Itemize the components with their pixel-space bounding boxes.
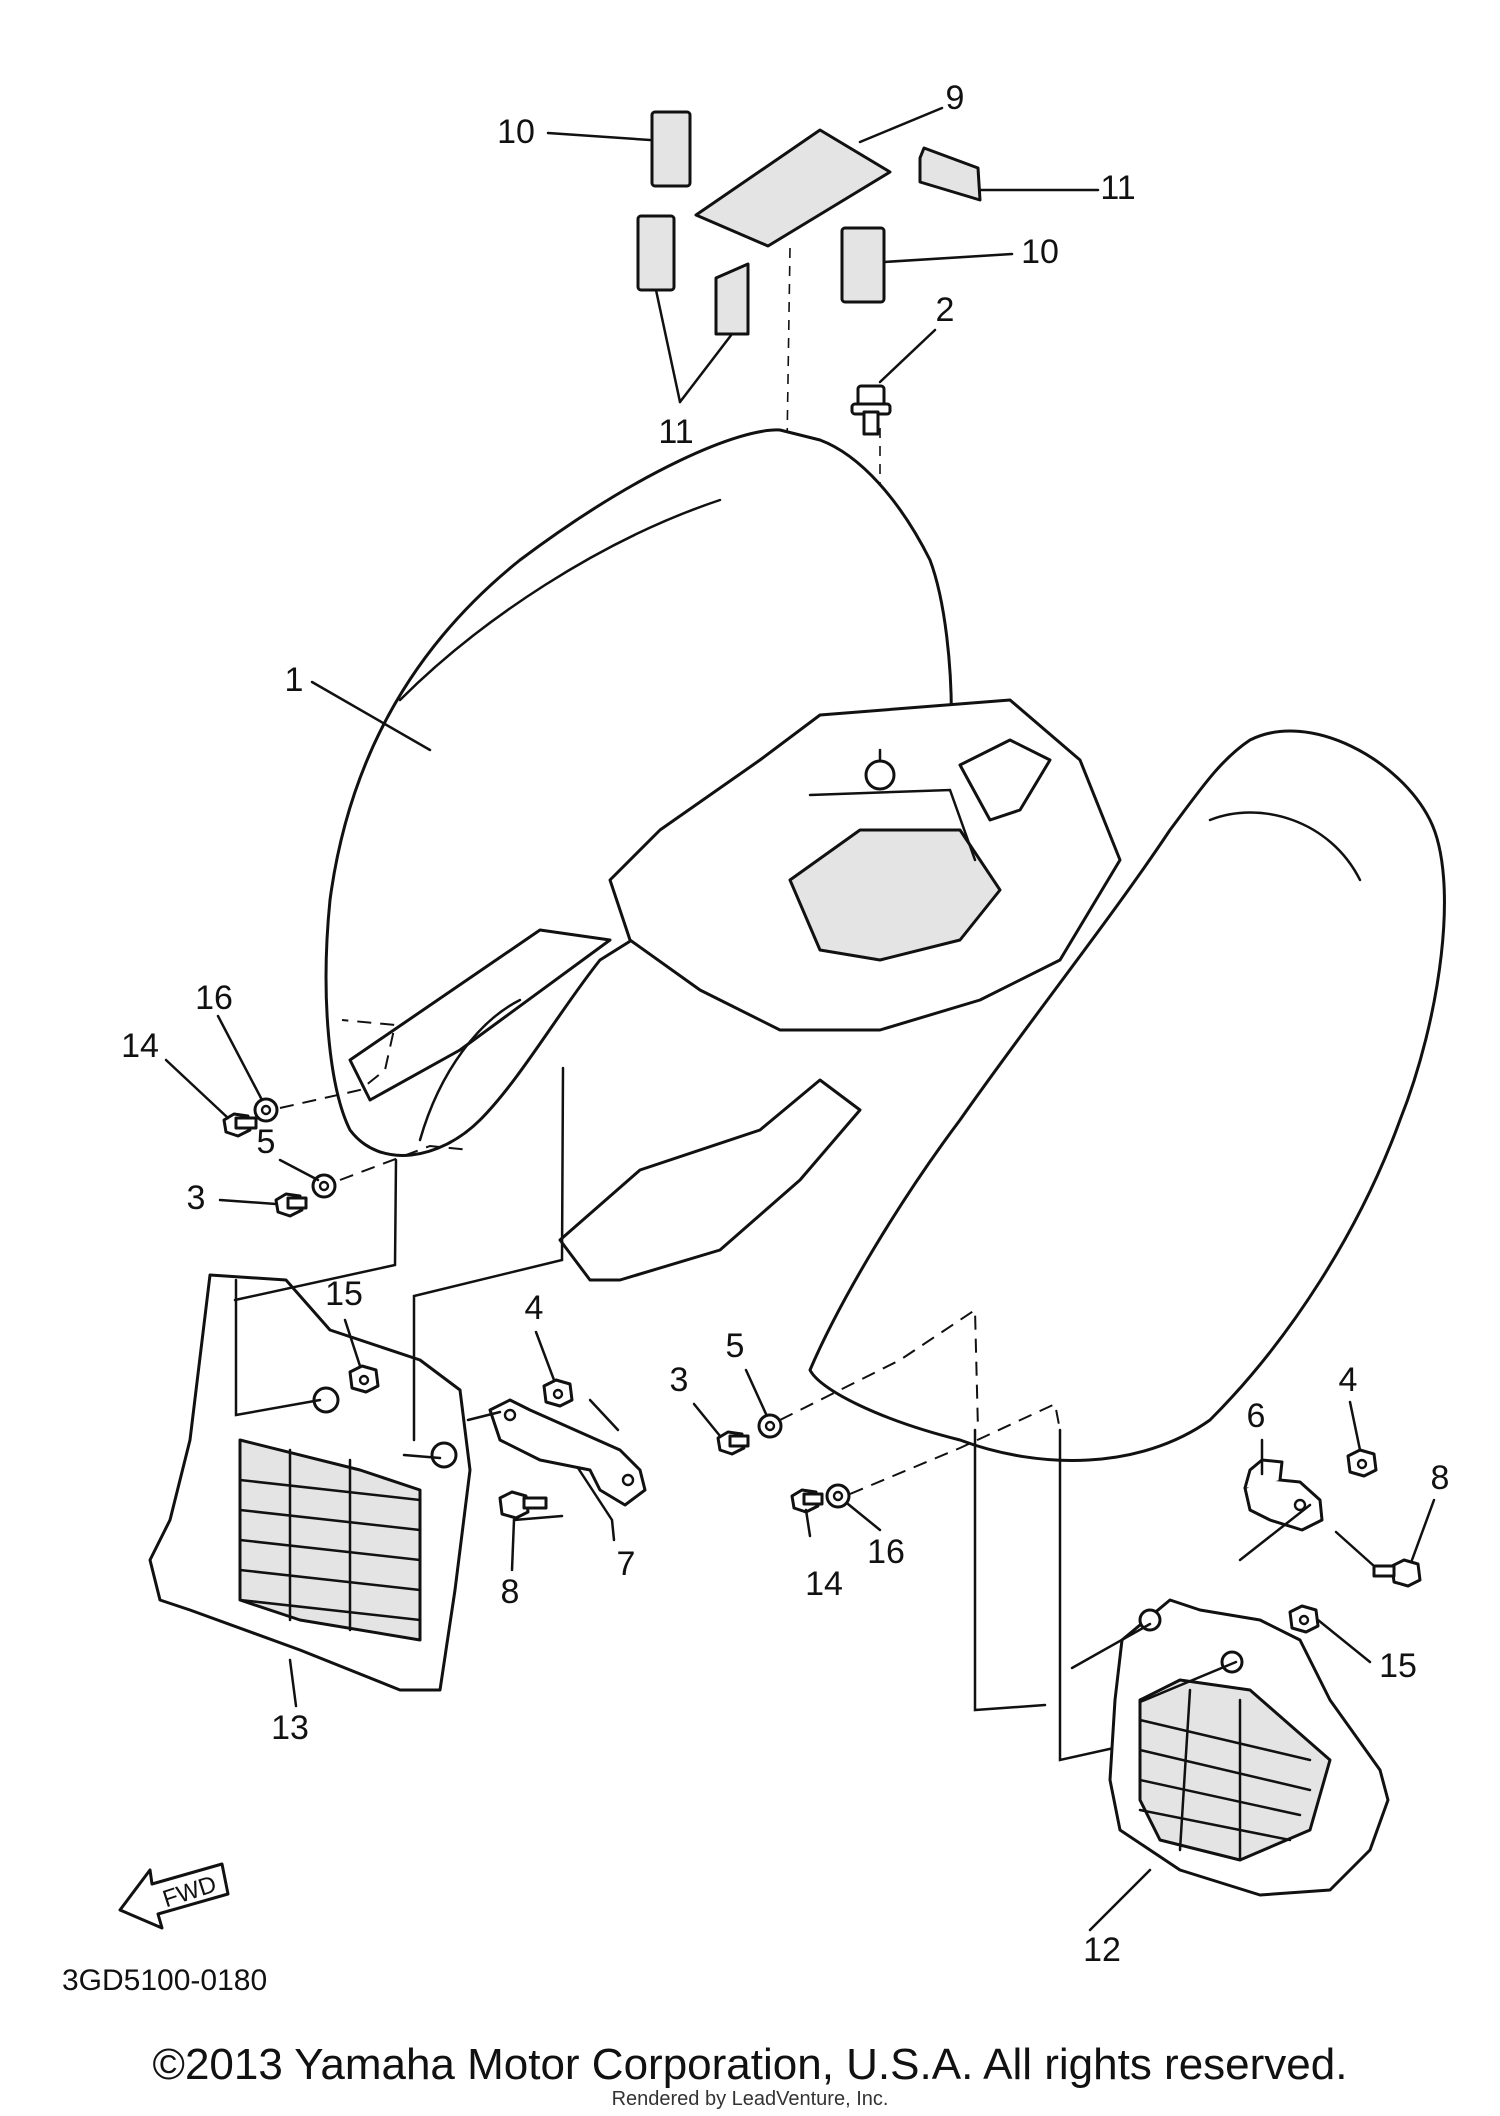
decal-11-low-b — [714, 262, 750, 336]
rendered-by: Rendered by LeadVenture, Inc. — [611, 2088, 889, 2110]
decal-10-left — [650, 110, 692, 188]
callout-14-left: 14 — [121, 1027, 159, 1065]
forward-arrow: FWD — [118, 1862, 230, 1930]
decal-11-low-a — [636, 214, 676, 292]
callout-8-left: 8 — [501, 1573, 520, 1611]
callout-11-low: 11 — [658, 413, 693, 451]
callout-10-top: 10 — [497, 113, 535, 151]
forward-arrow-label: FWD — [159, 1871, 219, 1914]
callout-16-left: 16 — [195, 979, 233, 1017]
callout-6: 6 — [1247, 1397, 1266, 1435]
bolt-2 — [850, 384, 892, 436]
right-fasteners — [716, 1413, 851, 1514]
callout-4-right: 4 — [1339, 1361, 1358, 1399]
bracket-7 — [488, 1398, 647, 1542]
callout-13: 13 — [271, 1709, 309, 1747]
bolt-8-right — [1372, 1558, 1422, 1588]
callout-5-right: 5 — [726, 1327, 745, 1365]
bracket-6 — [1243, 1458, 1324, 1532]
callout-12: 12 — [1083, 1931, 1121, 1969]
decal-11-right — [918, 146, 982, 202]
bolt-8-left — [498, 1490, 548, 1520]
rear-fender — [324, 428, 1446, 1462]
copyright-notice: ©2013 Yamaha Motor Corporation, U.S.A. A… — [152, 2040, 1348, 2089]
decal-9 — [694, 128, 892, 248]
decal-10-right — [840, 226, 886, 304]
callout-3-right: 3 — [670, 1361, 689, 1399]
part-code: 3GD5100-0180 — [62, 1964, 267, 1997]
callout-15-right: 15 — [1379, 1647, 1417, 1685]
callout-5-left: 5 — [257, 1123, 276, 1161]
left-guard — [148, 1273, 472, 1692]
nut-15-right — [1288, 1604, 1320, 1634]
callout-11-right: 11 — [1100, 169, 1135, 207]
nut-15-left — [348, 1364, 380, 1394]
callout-4-left: 4 — [525, 1289, 544, 1327]
callout-2: 2 — [936, 291, 955, 329]
callout-16-right: 16 — [867, 1533, 905, 1571]
left-fasteners — [222, 1097, 337, 1218]
nut-4-left — [542, 1378, 574, 1408]
callout-14-right: 14 — [805, 1565, 843, 1603]
callout-7: 7 — [617, 1545, 636, 1583]
decal-group — [636, 110, 982, 336]
callout-10-right: 10 — [1021, 233, 1059, 271]
callout-8-right: 8 — [1431, 1459, 1450, 1497]
right-guard — [1108, 1598, 1390, 1897]
callout-1: 1 — [285, 661, 304, 699]
nut-4-right — [1346, 1448, 1378, 1478]
callout-3-left: 3 — [187, 1179, 206, 1217]
callout-15-left: 15 — [325, 1275, 363, 1313]
callout-9: 9 — [946, 79, 965, 117]
